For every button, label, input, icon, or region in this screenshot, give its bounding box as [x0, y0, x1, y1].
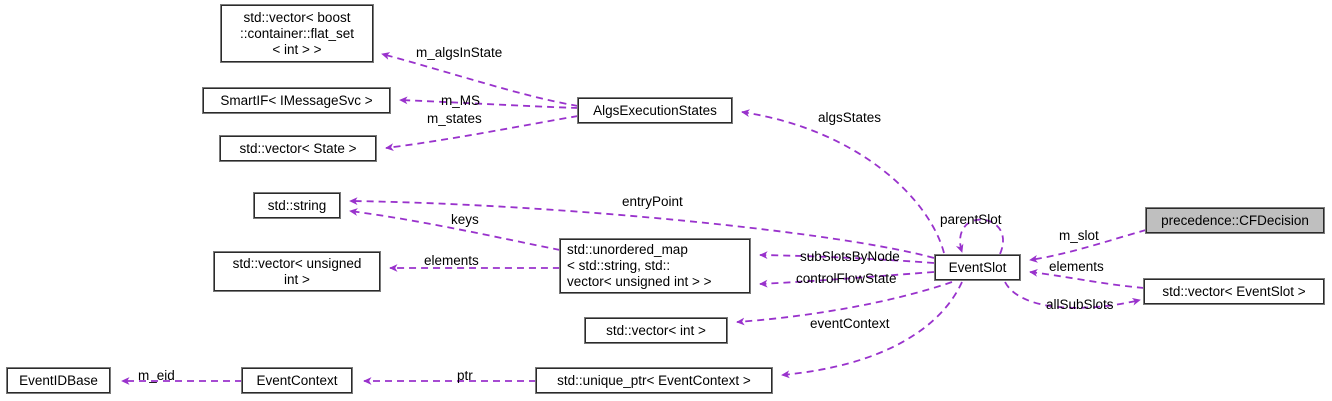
- edge-label-elements-slot: elements: [1049, 259, 1104, 274]
- node-algs-execution-states[interactable]: AlgsExecutionStates: [577, 97, 733, 124]
- node-smartif-imessagesvc[interactable]: SmartIF< IMessageSvc >: [202, 87, 391, 114]
- edge-label-control-flow-state: controlFlowState: [796, 271, 897, 286]
- edge-label-ptr: ptr: [457, 368, 473, 383]
- node-vector-event-slot[interactable]: std::vector< EventSlot >: [1143, 278, 1325, 305]
- node-event-context[interactable]: EventContext: [241, 367, 353, 394]
- node-event-slot[interactable]: EventSlot: [934, 254, 1021, 281]
- edge-label-keys: keys: [451, 212, 479, 227]
- edge-label-all-sub-slots: allSubSlots: [1046, 297, 1114, 312]
- edge-m-states: [385, 115, 579, 151]
- edge-label-entry-point: entryPoint: [622, 194, 683, 209]
- edge-control-flow-state: [759, 271, 935, 288]
- edge-event-context: [781, 281, 963, 379]
- node-unique-ptr-event-context[interactable]: std::unique_ptr< EventContext >: [535, 367, 773, 394]
- node-vector-flat-set[interactable]: std::vector< boost ::container::flat_set…: [220, 4, 374, 63]
- edge-label-m-eid: m_eid: [138, 368, 175, 383]
- edge-entry-point: [349, 197, 935, 259]
- edge-label-m-states: m_states: [427, 111, 482, 126]
- node-precedence-cfdecision[interactable]: precedence::CFDecision: [1145, 207, 1325, 234]
- edge-m-slot: [1029, 229, 1147, 263]
- edge-label-m-ms: m_MS: [441, 93, 481, 108]
- edge-label-event-context: eventContext: [810, 316, 890, 331]
- edge-all-sub-slots: [1004, 281, 1141, 309]
- edge-keys: [349, 208, 561, 251]
- node-unordered-map[interactable]: std::unordered_map < std::string, std:: …: [559, 238, 751, 294]
- edge-label-algs-states: algsStates: [818, 110, 882, 125]
- edge-label-m-slot: m_slot: [1059, 228, 1099, 243]
- node-vector-state[interactable]: std::vector< State >: [219, 135, 377, 162]
- edge-label-m-algs-in-state: m_algsInState: [416, 45, 503, 60]
- edge-vector-int: [736, 281, 953, 326]
- edge-algs-states: [741, 109, 945, 254]
- node-event-id-base[interactable]: EventIDBase: [6, 367, 111, 394]
- node-vector-int[interactable]: std::vector< int >: [584, 317, 728, 344]
- edge-m-alg-in-state: [381, 52, 579, 107]
- edge-label-elements-map: elements: [424, 253, 479, 268]
- edge-m-ms: [399, 96, 579, 109]
- node-vector-unsigned-int[interactable]: std::vector< unsigned int >: [213, 251, 381, 292]
- edge-label-sub-slots-by-node: subSlotsByNode: [800, 249, 900, 264]
- edge-label-parent-slot: parentSlot: [940, 212, 1002, 227]
- node-std-string[interactable]: std::string: [253, 192, 341, 219]
- edge-elements-slot: [1029, 268, 1145, 289]
- edge-sub-slots-by-node: [759, 251, 935, 264]
